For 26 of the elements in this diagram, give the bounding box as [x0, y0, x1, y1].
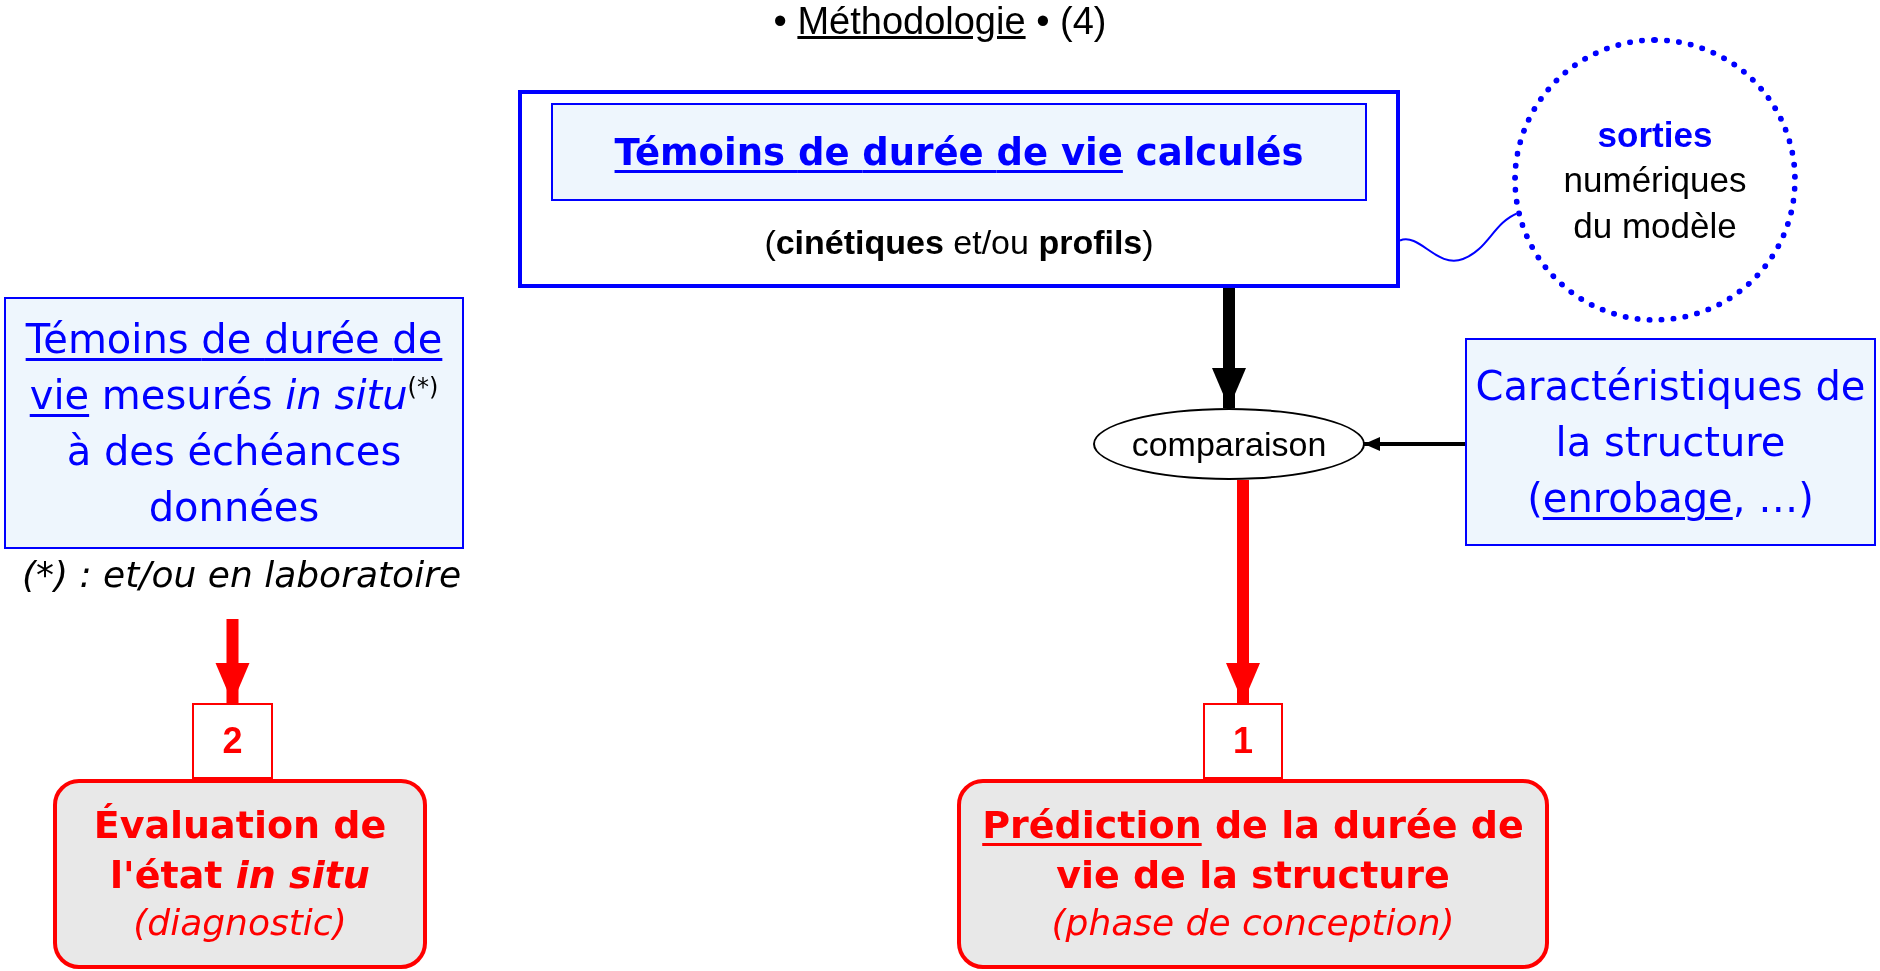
arrow [1226, 480, 1260, 703]
outcome-box [53, 779, 427, 969]
node-text: Caractéristiques de la structure (enrobage, …) [1474, 362, 1867, 523]
footnote: (*) : et/ou en laboratoire [22, 554, 462, 595]
heading-box [551, 103, 1367, 201]
node-text: Prédiction de la durée de vie de la structure [981, 802, 1525, 899]
arrow [1212, 288, 1246, 408]
node-text: sorties numériques du modèle [1562, 113, 1748, 247]
output-box [518, 90, 1400, 288]
node-text: (cinétiques et/ou profils) [763, 223, 1155, 262]
info-box [1465, 338, 1876, 546]
arrow [215, 619, 250, 703]
step-number: 1 [1233, 720, 1253, 762]
page-title: • Méthodologie • (4) [772, 0, 1108, 43]
node-text: (phase de conception) [1051, 901, 1455, 945]
step-number: 2 [222, 720, 243, 762]
arrow [1364, 437, 1465, 451]
node-text: (diagnostic) [133, 901, 347, 945]
number-box [192, 703, 273, 779]
node-text: Témoins de durée de vie mesurés in situ$^{(*)}$ à des échéances données [24, 315, 444, 532]
node-text: Témoins de durée de vie calculés [614, 130, 1304, 174]
number-box [1203, 703, 1283, 779]
outcome-box [957, 779, 1549, 969]
node-text: Évaluation de l'état in situ [92, 802, 388, 899]
info-box [4, 297, 464, 549]
node-text: comparaison [1131, 424, 1327, 464]
